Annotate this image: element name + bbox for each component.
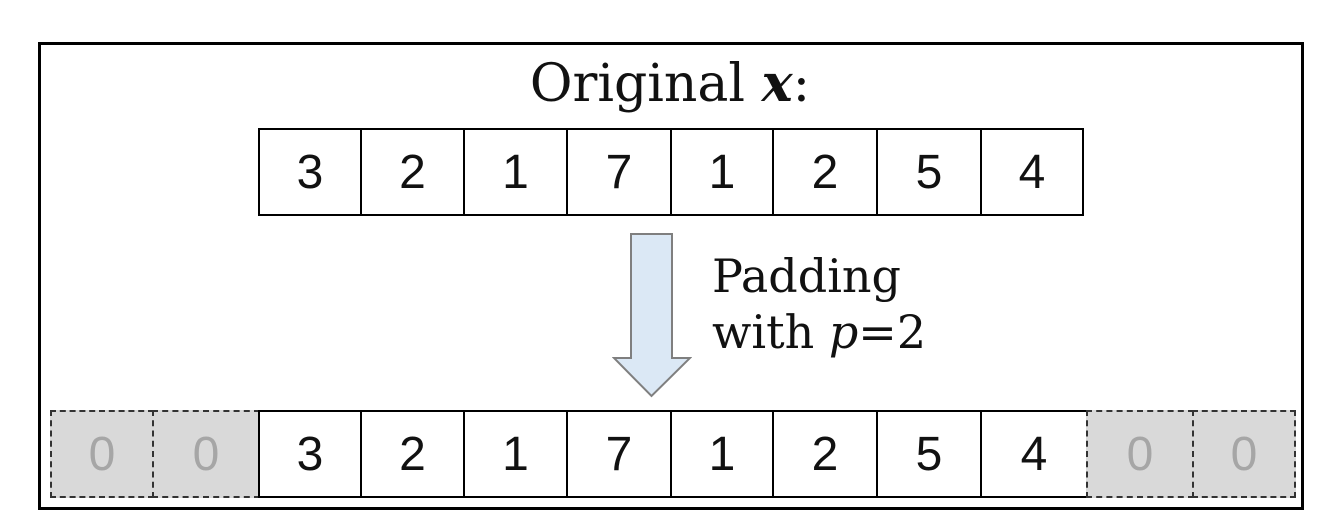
diagram-frame [38, 42, 1304, 510]
padded-cell: 1 [670, 410, 774, 498]
title-variable: x [761, 53, 793, 114]
padding-label-eq: =2 [858, 305, 927, 359]
original-cell: 5 [876, 128, 982, 216]
padded-cell: 4 [980, 410, 1088, 498]
padding-label-line1: Padding [712, 249, 901, 303]
original-cell: 3 [258, 128, 362, 216]
padded-cell-zero: 0 [1192, 410, 1296, 498]
original-cell: 2 [772, 128, 878, 216]
padding-label-line2: with p=2 [712, 305, 927, 359]
padded-cell: 5 [876, 410, 982, 498]
original-cell: 1 [463, 128, 568, 216]
padding-label-p: p [828, 305, 859, 359]
padded-cell: 7 [566, 410, 672, 498]
title-colon: : [792, 54, 811, 114]
title-text: Original [529, 54, 746, 114]
padded-cell-zero: 0 [152, 410, 260, 498]
padded-cell-zero: 0 [1086, 410, 1194, 498]
padding-label: Padding with p=2 [712, 248, 926, 360]
padded-cell: 2 [772, 410, 878, 498]
original-cell: 2 [360, 128, 465, 216]
padded-cell-zero: 0 [50, 410, 154, 498]
title: Original x: [0, 58, 1340, 111]
padded-cell: 2 [360, 410, 465, 498]
down-arrow-icon [612, 233, 692, 398]
padded-cell: 3 [258, 410, 362, 498]
padded-cell: 1 [463, 410, 568, 498]
original-cell: 1 [670, 128, 774, 216]
original-cell: 7 [566, 128, 672, 216]
original-cell: 4 [980, 128, 1084, 216]
